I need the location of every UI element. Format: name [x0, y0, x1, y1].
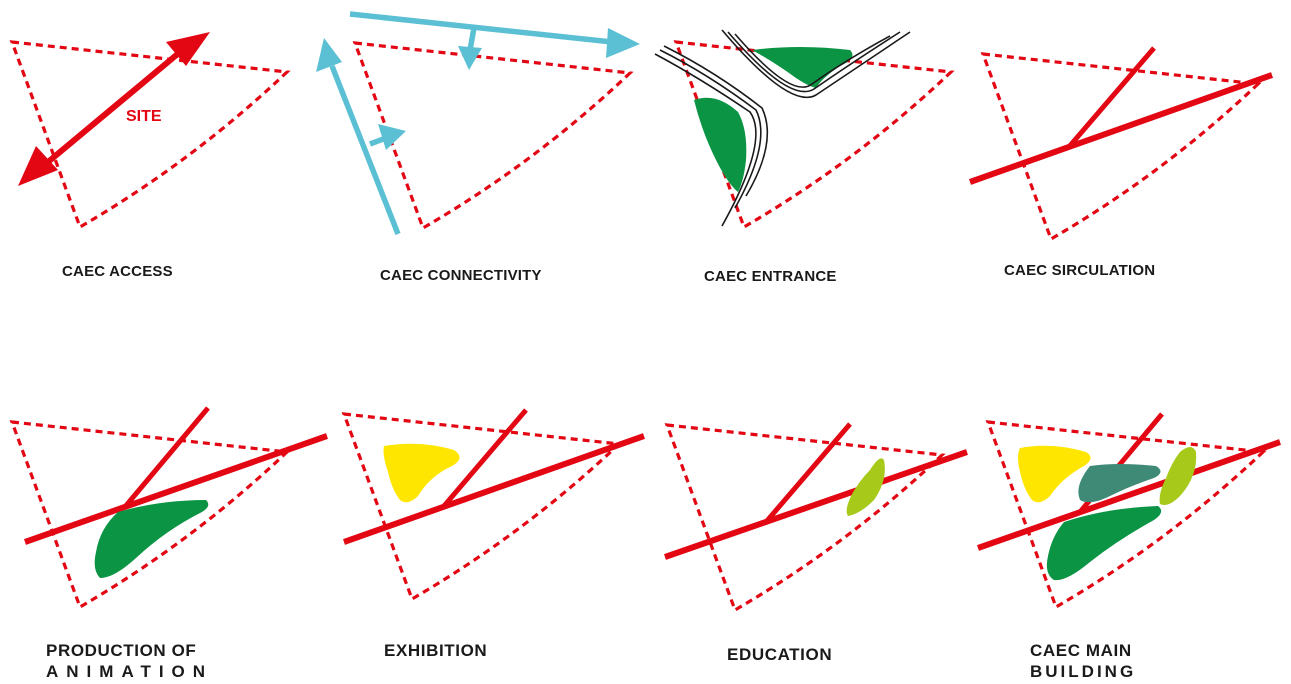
- site-access-arrow: [18, 32, 210, 186]
- caption-sirculation: CAEC SIRCULATION: [1004, 262, 1156, 279]
- entrance-paths: [654, 29, 911, 227]
- animation-production-zone: [94, 500, 209, 578]
- caption-production-line2: ANIMATION: [46, 662, 214, 681]
- circulation-roads: [968, 46, 1274, 185]
- panel-education: [665, 423, 944, 612]
- main-exhibition-zone: [1018, 445, 1091, 503]
- circulation-roads: [24, 406, 328, 545]
- main-animation-zone: [1046, 506, 1162, 581]
- exhibition-zone: [383, 443, 460, 503]
- caption-exhibition: EXHIBITION: [384, 641, 488, 660]
- site-label: SITE: [126, 108, 162, 125]
- site-boundary: [342, 412, 621, 601]
- caption-access: CAEC ACCESS: [62, 263, 173, 280]
- panel-exhibition: [342, 412, 621, 601]
- caption-production-line1: PRODUCTION OF: [46, 641, 197, 660]
- entrance-zone-top: [752, 47, 853, 88]
- entrance-zone-left: [694, 97, 747, 192]
- circulation-roads: [343, 408, 645, 545]
- main-building-zone: [1078, 464, 1161, 503]
- caption-education: EDUCATION: [727, 645, 833, 664]
- education-zone: [846, 458, 885, 516]
- site-boundary: [10, 40, 289, 229]
- caption-main-building-line2: BUILDING: [1030, 662, 1137, 681]
- site-boundary: [981, 52, 1260, 241]
- panel-sirculation: [981, 52, 1260, 241]
- caption-connectivity: CAEC CONNECTIVITY: [380, 267, 542, 284]
- panel-access: [10, 40, 289, 229]
- caption-main-building-line1: CAEC MAIN: [1030, 641, 1132, 660]
- connectivity-arrows: [316, 11, 640, 236]
- circulation-roads: [664, 422, 968, 560]
- site-boundary: [665, 423, 944, 612]
- caption-entrance: CAEC ENTRANCE: [704, 268, 837, 285]
- main-education-zone: [1159, 447, 1197, 505]
- entrance-zones: [694, 47, 853, 192]
